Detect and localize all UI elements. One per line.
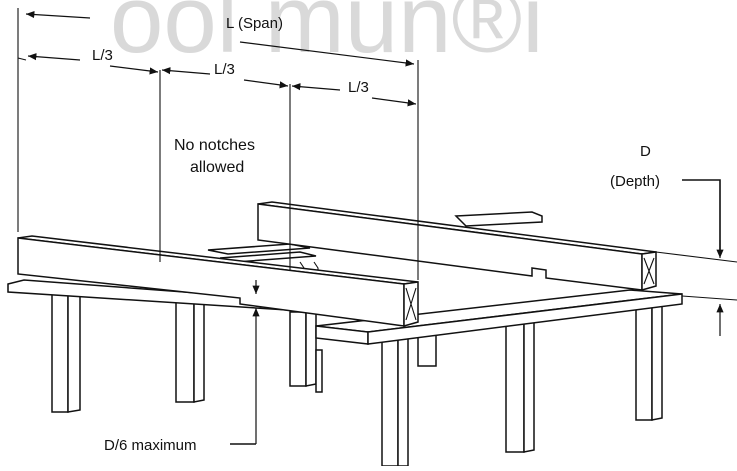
third-1-label: L/3 (92, 47, 113, 64)
back-boards (207, 211, 543, 276)
span-label: L (Span) (226, 15, 283, 32)
back-joist (257, 201, 657, 291)
depth-label-line1: D (640, 143, 651, 160)
depth-label-line2: (Depth) (610, 173, 660, 190)
third-2-label: L/3 (214, 61, 235, 78)
no-notches-label-line1: No notches (174, 137, 255, 154)
max-notch-label: D/6 maximum (104, 437, 197, 454)
notch-indicator (230, 280, 260, 445)
front-joist (17, 235, 419, 327)
watermark: ool mun®i (110, 0, 544, 73)
no-notches-label-line2: allowed (190, 159, 244, 176)
depth-indicator (655, 179, 737, 336)
third-3-label: L/3 (348, 79, 369, 96)
dimension-lines (17, 8, 419, 280)
